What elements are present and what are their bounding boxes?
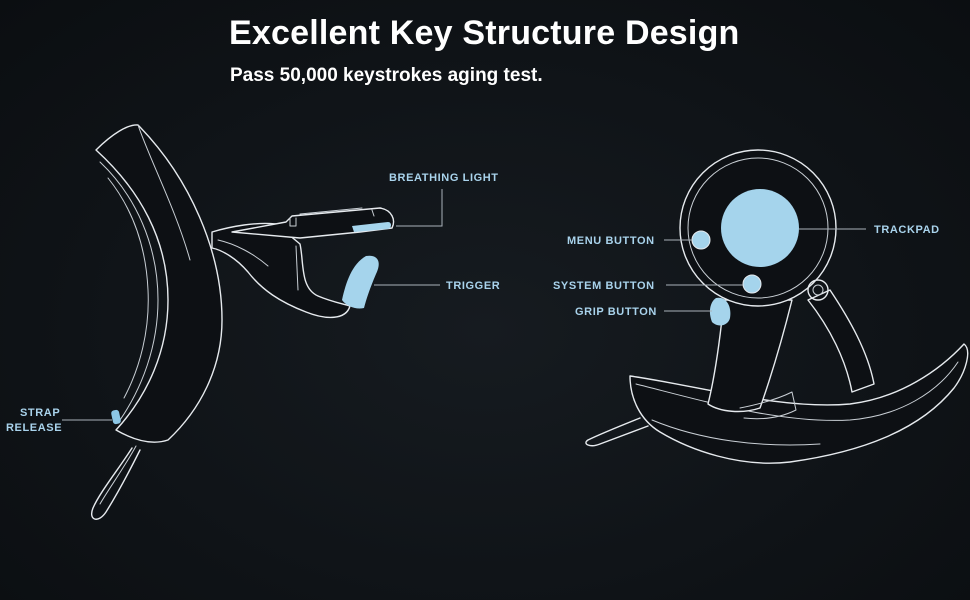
left-controller-side-view: [91, 124, 395, 520]
right-controller-handle: [707, 299, 793, 413]
menu-button[interactable]: [691, 230, 711, 250]
label-trackpad: TRACKPAD: [874, 224, 940, 236]
label-grip-button: GRIP BUTTON: [575, 306, 657, 318]
breathing-light: [352, 222, 391, 232]
right-wrist-strap: [585, 417, 649, 447]
strap-release-button[interactable]: [111, 409, 122, 425]
system-button[interactable]: [742, 274, 762, 294]
label-menu-button: MENU BUTTON: [567, 235, 655, 247]
page-subtitle: Pass 50,000 keystrokes aging test.: [230, 65, 543, 86]
trackpad[interactable]: [721, 189, 799, 267]
left-callouts: BREATHING LIGHT TRIGGER STRAP RELEASE: [6, 172, 500, 434]
tracking-ring: [95, 124, 223, 443]
label-trigger: TRIGGER: [446, 280, 500, 292]
right-tracking-ring: [629, 343, 969, 464]
right-controller-arm: [807, 289, 875, 393]
label-breathing-light: BREATHING LIGHT: [389, 172, 499, 184]
label-strap-release-line2: RELEASE: [6, 422, 62, 434]
trigger-button[interactable]: [342, 255, 379, 309]
label-strap-release-line1: STRAP: [20, 407, 60, 419]
wrist-strap: [91, 447, 141, 520]
page-title: Excellent Key Structure Design: [229, 14, 740, 52]
right-controller-top-view: [585, 149, 969, 464]
label-system-button: SYSTEM BUTTON: [553, 280, 655, 292]
left-controller-handle: [211, 222, 351, 319]
right-callouts: MENU BUTTON TRACKPAD SYSTEM BUTTON GRIP …: [553, 224, 940, 318]
grip-button[interactable]: [709, 297, 731, 326]
